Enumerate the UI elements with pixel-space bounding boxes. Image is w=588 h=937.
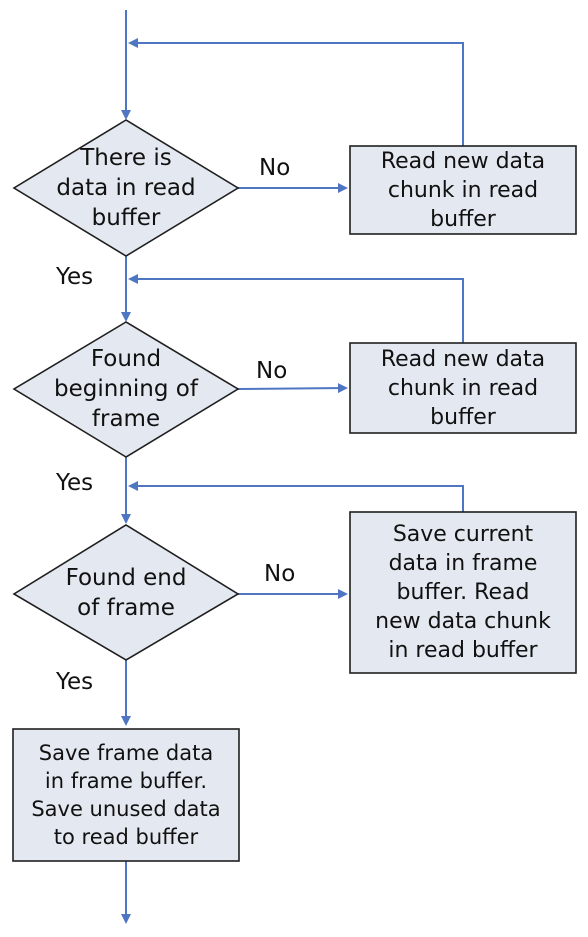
decision-found-beginning (12, 321, 240, 458)
edge-loop-1 (128, 38, 464, 146)
edge-label-yes-2: Yes (56, 470, 94, 496)
process-save-current (349, 511, 577, 674)
process-save-frame (12, 728, 240, 862)
edge-label-no-2: No (256, 358, 288, 384)
decision-found-end (12, 524, 240, 661)
edge-no-2 (237, 383, 348, 394)
process-read-chunk-1 (349, 145, 577, 235)
edge-label-yes-3: Yes (56, 669, 94, 695)
edge-label-yes-1: Yes (56, 264, 94, 290)
edge-loop-2 (128, 274, 464, 343)
edge-loop-3 (128, 481, 464, 512)
edge-label-no-3: No (264, 561, 296, 587)
decision-data-in-buffer (12, 119, 240, 257)
edge-label-no-1: No (259, 155, 291, 181)
process-read-chunk-2 (349, 342, 577, 434)
